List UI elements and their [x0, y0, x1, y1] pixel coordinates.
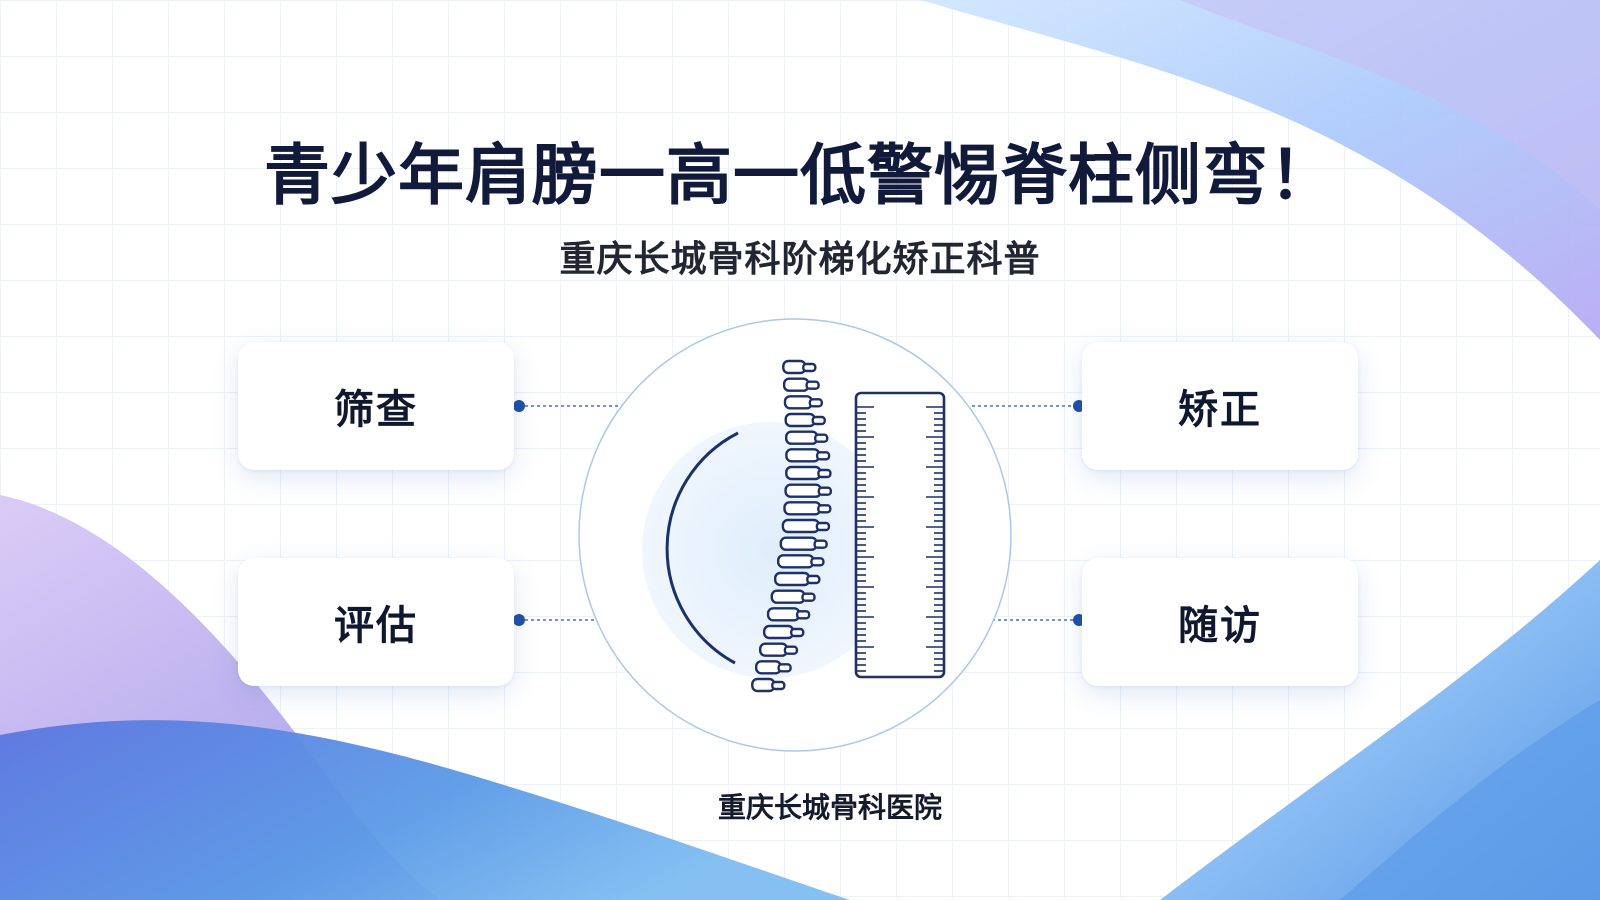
wave-top-right-light [1180, 0, 1600, 210]
vertebra-process [789, 627, 805, 638]
vertebra-process [805, 380, 820, 390]
vertebra-process [808, 398, 824, 408]
vertebra-process [802, 362, 817, 373]
vertebra-process [771, 680, 786, 691]
vertebra-process [817, 468, 832, 479]
connector-dot-evaluation [513, 614, 525, 626]
step-label-correction: 矫正 [1178, 387, 1262, 433]
footer-hospital-name: 重庆长城骨科医院 [717, 791, 942, 824]
vertebra [784, 430, 819, 445]
vertebra [758, 642, 789, 657]
vertebra [751, 677, 776, 693]
inner-glow [642, 422, 898, 678]
vertebra-process [795, 610, 811, 620]
vertebra [770, 589, 806, 604]
vertebra [762, 624, 795, 640]
vertebra [779, 536, 818, 551]
step-card-followup: 随访 [1082, 558, 1358, 686]
wave-bottom-left-blue [0, 720, 850, 900]
vertebra-process [801, 592, 816, 602]
step-card-correction: 矫正 [1082, 342, 1358, 470]
step-card-screening: 筛查 [238, 342, 514, 470]
vertebra-process [783, 645, 799, 655]
curvature-arc-icon [665, 431, 739, 665]
vertebra [773, 571, 811, 587]
spine-illustration [578, 318, 1012, 752]
step-label-evaluation: 评估 [334, 603, 418, 649]
ruler-icon [854, 391, 946, 679]
page-subtitle: 重庆长城骨科阶梯化矫正科普 [559, 239, 1041, 280]
vertebra-process [810, 557, 825, 567]
vertebra [781, 518, 821, 534]
vertebra [776, 554, 815, 569]
vertebra-process [777, 663, 792, 673]
vertebra-process [817, 486, 833, 496]
vertebra-process [815, 521, 831, 532]
step-label-screening: 筛查 [334, 387, 418, 433]
spine-icon [751, 359, 833, 693]
vertebra [784, 412, 816, 428]
vertebra [766, 607, 801, 622]
vertebra-process [806, 574, 821, 585]
vertebra [783, 501, 822, 516]
vertebra-process [813, 433, 829, 443]
vertebra [782, 359, 807, 375]
vertebra [785, 448, 821, 463]
vertebra [782, 377, 810, 392]
wave-bottom-right-light [1340, 700, 1600, 900]
vertebra [785, 465, 822, 481]
vertebra-process [813, 539, 828, 549]
vertebra [754, 660, 782, 675]
page-title: 青少年肩膀一高一低警惕脊柱侧弯！ [264, 137, 1336, 214]
vertebra-process [815, 451, 831, 461]
step-card-evaluation: 评估 [238, 558, 514, 686]
vertebra-process [811, 415, 826, 426]
vertebra [784, 483, 823, 498]
step-label-followup: 随访 [1178, 603, 1262, 649]
vertebra [783, 395, 813, 410]
connector-dot-screening [513, 400, 525, 412]
vertebra-process [817, 504, 832, 514]
